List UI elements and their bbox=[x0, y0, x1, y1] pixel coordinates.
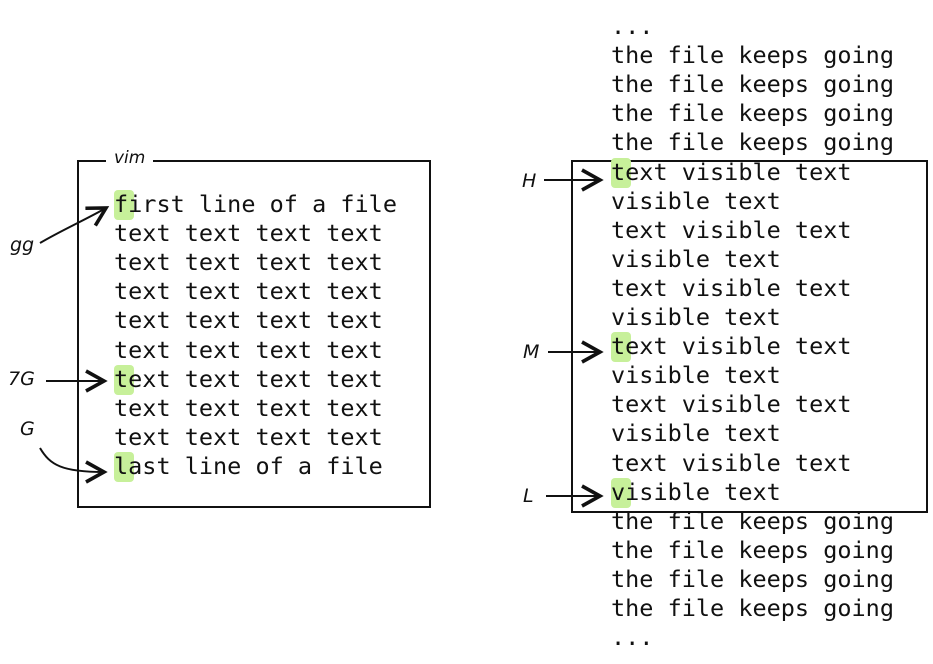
file-line: the file keeps going bbox=[611, 99, 894, 128]
file-line: text visible text bbox=[611, 448, 852, 477]
file-line: ... bbox=[611, 12, 654, 40]
gg-arrow bbox=[39, 206, 110, 244]
vim-window-title: vim bbox=[106, 148, 154, 168]
file-line: the file keeps going bbox=[611, 535, 894, 564]
marker-label-gg: gg bbox=[10, 234, 35, 256]
marker-label-h: H bbox=[522, 170, 537, 192]
file-line: text text text text bbox=[114, 393, 383, 422]
file-line: last line of a file bbox=[114, 451, 383, 480]
file-line: text visible text bbox=[611, 157, 852, 186]
file-line: text visible text bbox=[611, 390, 852, 419]
file-line: the file keeps going bbox=[611, 70, 894, 99]
file-line: text text text text bbox=[114, 364, 383, 393]
marker-label-l: L bbox=[523, 485, 534, 507]
file-line: first line of a file bbox=[114, 190, 397, 218]
file-line: text visible text bbox=[611, 215, 852, 244]
cursor-highlight bbox=[114, 364, 134, 395]
file-line: text text text text bbox=[114, 335, 383, 364]
file-line: the file keeps going bbox=[611, 128, 894, 157]
marker-label-m: M bbox=[523, 341, 540, 363]
cursor-highlight bbox=[114, 190, 134, 220]
visible-viewport bbox=[571, 160, 928, 513]
g-arrow bbox=[39, 447, 108, 484]
cursor-highlight bbox=[611, 477, 631, 508]
file-line: text text text text bbox=[114, 306, 383, 335]
vim-window bbox=[77, 160, 431, 508]
cursor-highlight bbox=[114, 451, 134, 482]
file-line: text text text text bbox=[114, 248, 383, 277]
file-line: visible text bbox=[611, 244, 781, 273]
file-line: visible text bbox=[611, 303, 781, 331]
file-line: the file keeps going bbox=[611, 41, 894, 70]
file-line: text visible text bbox=[611, 332, 852, 361]
file-line: ... bbox=[611, 623, 654, 652]
marker-label-7g: 7G bbox=[8, 368, 35, 390]
file-line: the file keeps going bbox=[611, 506, 894, 535]
cursor-highlight bbox=[611, 332, 631, 363]
marker-label-g: G bbox=[20, 418, 35, 440]
file-line: visible text bbox=[611, 186, 781, 215]
file-line: visible text bbox=[611, 477, 781, 506]
file-line: text text text text bbox=[114, 422, 383, 451]
file-line: text text text text bbox=[114, 277, 383, 306]
file-line: visible text bbox=[611, 419, 781, 448]
file-line: visible text bbox=[611, 361, 781, 390]
file-line: the file keeps going bbox=[611, 594, 894, 622]
file-line: text text text text bbox=[114, 219, 383, 248]
file-line: the file keeps going bbox=[611, 564, 894, 593]
file-line: text visible text bbox=[611, 273, 852, 302]
cursor-highlight bbox=[611, 157, 631, 188]
